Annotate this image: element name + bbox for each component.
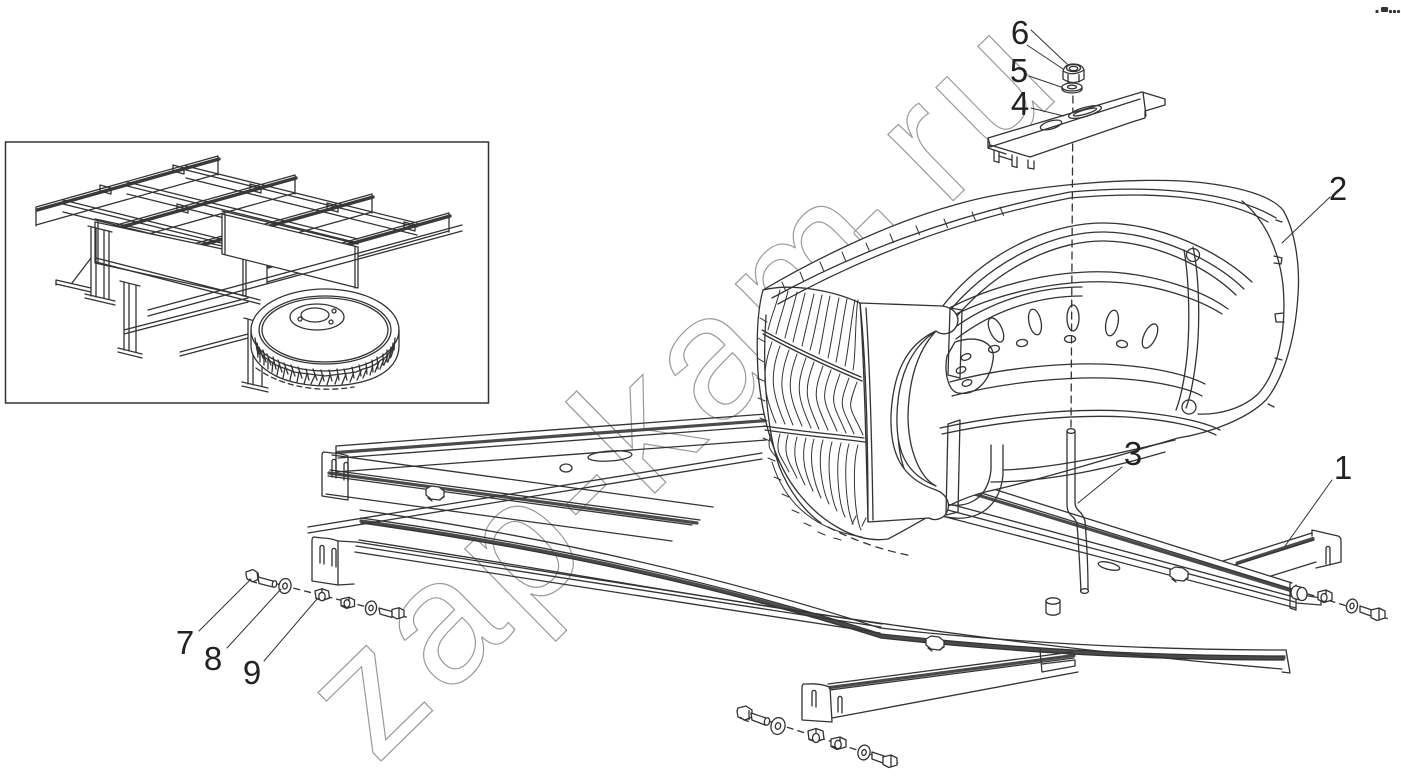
svg-text:7: 7 xyxy=(176,624,194,661)
svg-text:8: 8 xyxy=(204,640,222,677)
svg-text:5: 5 xyxy=(1010,52,1028,89)
svg-text:1: 1 xyxy=(1334,449,1352,486)
svg-text:6: 6 xyxy=(1011,14,1029,51)
svg-text:9: 9 xyxy=(243,654,261,691)
svg-text:4: 4 xyxy=(1011,85,1029,122)
svg-text:2: 2 xyxy=(1329,170,1347,207)
svg-text:3: 3 xyxy=(1124,435,1142,472)
